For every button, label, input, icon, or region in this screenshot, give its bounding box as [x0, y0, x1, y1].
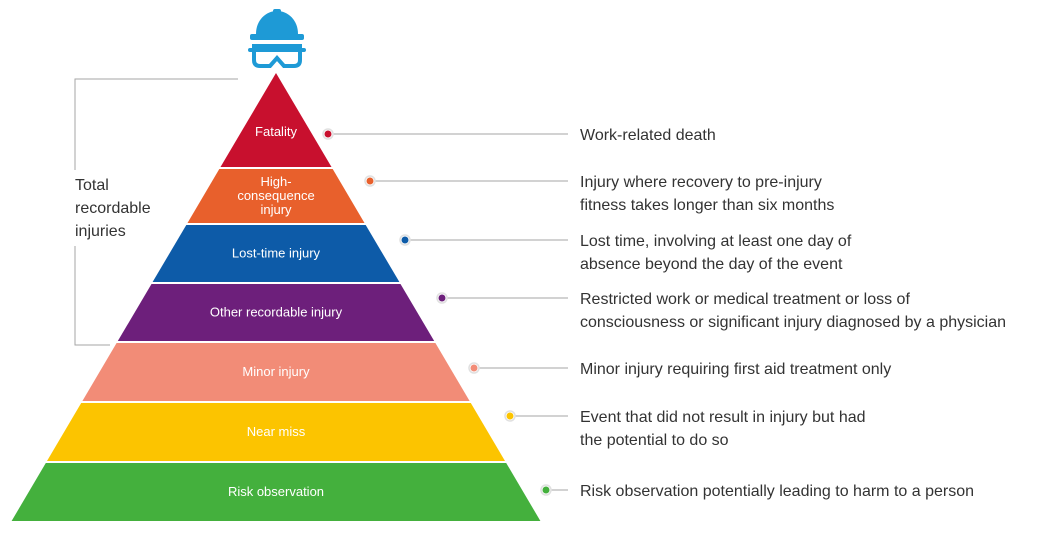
- bracket-bottom-line: [74, 246, 110, 346]
- total-recordable-injuries-label: Total recordable injuries: [75, 174, 151, 243]
- connector-dot-fatality: [324, 130, 332, 138]
- description-line: Minor injury requiring first aid treatme…: [580, 361, 892, 378]
- bracket-label-line: injuries: [75, 223, 126, 240]
- description-lost-time-injury: Lost time, involving at least one day of…: [580, 230, 851, 276]
- layer-label-near-miss: Near miss: [247, 424, 306, 439]
- pyramid-layer-near-miss: [47, 403, 505, 461]
- layer-label-high-consequence-injury: consequence: [237, 188, 314, 203]
- pyramid-layer-lost-time-injury: [152, 225, 400, 282]
- description-fatality: Work-related death: [580, 124, 716, 147]
- pyramid-layer-risk-observation: [11, 463, 541, 521]
- bracket-label-line: Total: [75, 177, 109, 194]
- layer-label-lost-time-injury: Lost-time injury: [232, 246, 321, 261]
- layer-label-risk-observation: Risk observation: [228, 484, 324, 499]
- description-line: the potential to do so: [580, 432, 729, 449]
- layer-label-other-recordable-injury: Other recordable injury: [210, 305, 343, 320]
- pyramid-layer-high-consequence-injury: [187, 169, 365, 223]
- description-line: Event that did not result in injury but …: [580, 409, 866, 426]
- layer-label-high-consequence-injury: High-: [260, 174, 291, 189]
- description-line: consciousness or significant injury diag…: [580, 314, 1007, 331]
- description-line: Risk observation potentially leading to …: [580, 483, 974, 500]
- description-high-consequence-injury: Injury where recovery to pre-injury fitne…: [580, 171, 834, 217]
- layer-label-fatality: Fatality: [255, 124, 297, 139]
- connector-dot-risk-observation: [542, 486, 550, 494]
- layer-label-high-consequence-injury: injury: [260, 202, 292, 217]
- description-minor-injury: Minor injury requiring first aid treatme…: [580, 358, 891, 381]
- description-line: Injury where recovery to pre-injury: [580, 174, 822, 191]
- hard-hat-brim: [250, 34, 304, 40]
- connector-dot-minor-injury: [470, 364, 478, 372]
- goggles-frame: [252, 44, 302, 68]
- description-near-miss: Event that did not result in injury but …: [580, 406, 866, 452]
- pyramid-layer-other-recordable-injury: [117, 284, 435, 341]
- pyramid-layers: FatalityHigh-consequenceinjuryLost-time …: [11, 73, 541, 521]
- goggles-strap: [248, 48, 306, 52]
- bracket-top-line: [74, 78, 238, 170]
- connector-dot-high-consequence-injury: [366, 177, 374, 185]
- hard-hat-dome: [256, 11, 298, 34]
- bracket-label-line: recordable: [75, 200, 151, 217]
- description-line: fitness takes longer than six months: [580, 197, 835, 214]
- layer-label-minor-injury: Minor injury: [242, 364, 310, 379]
- description-line: Work-related death: [580, 127, 716, 144]
- hard-hat-ridge: [273, 9, 281, 21]
- connector-dot-near-miss: [506, 412, 514, 420]
- pyramid-layer-fatality: [220, 73, 332, 167]
- connector-dot-lost-time-injury: [401, 236, 409, 244]
- connector-dot-other-recordable-injury: [438, 294, 446, 302]
- pyramid-layer-minor-injury: [82, 343, 470, 401]
- description-other-recordable-injury: Restricted work or medical treatment or …: [580, 288, 1006, 334]
- hard-hat-goggles-icon: [248, 9, 306, 68]
- connector-lines: [322, 128, 568, 496]
- description-line: absence beyond the day of the event: [580, 256, 843, 273]
- description-line: Restricted work or medical treatment or …: [580, 291, 910, 308]
- description-risk-observation: Risk observation potentially leading to …: [580, 480, 974, 503]
- description-line: Lost time, involving at least one day of: [580, 233, 852, 250]
- recordable-bracket: [74, 78, 238, 346]
